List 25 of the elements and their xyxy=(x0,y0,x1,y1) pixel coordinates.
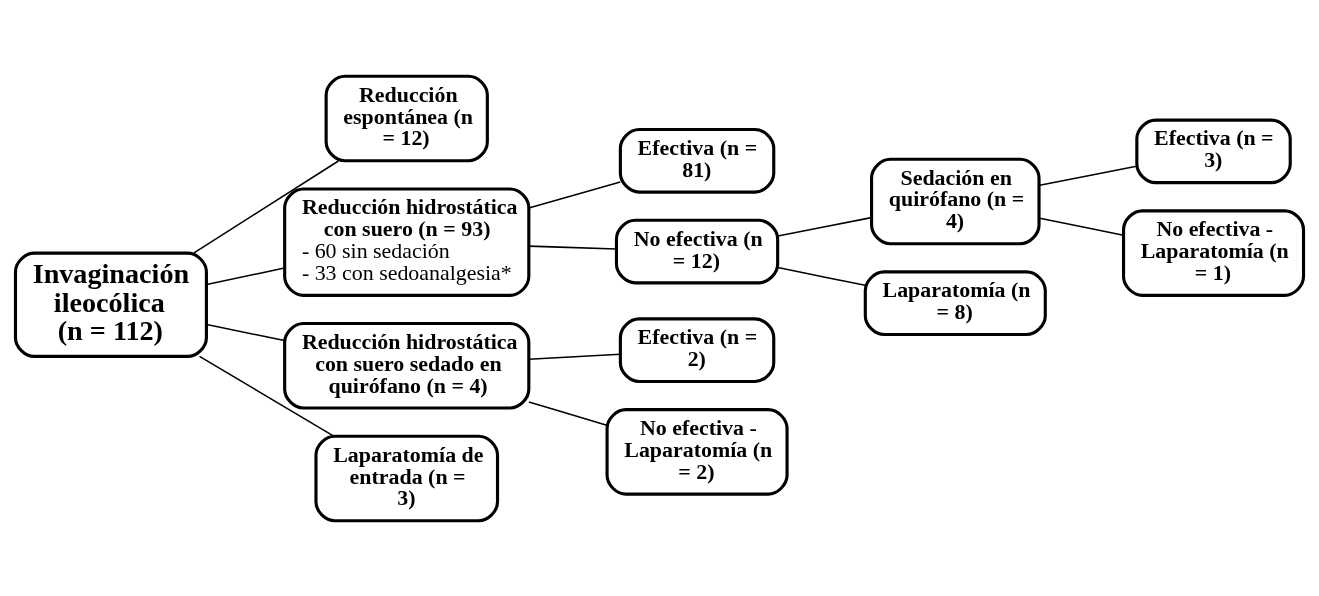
connector xyxy=(1038,216,1125,236)
node-box: Reducción hidrostática con suero (n = 93) - 60 sin sedación - 33 con sedoanalgesia* xyxy=(283,186,531,297)
node-box: Sedación en quirófano (n = 4) xyxy=(870,157,1041,245)
connector xyxy=(205,323,286,341)
node-box: Efectiva (n = 3) xyxy=(1135,118,1292,184)
connector xyxy=(528,180,622,209)
connector xyxy=(528,244,617,250)
node-box: Laparatomía de entrada (n = 3) xyxy=(314,434,500,522)
node-box: Laparatomía (n = 8) xyxy=(863,269,1047,336)
connector xyxy=(777,266,866,286)
node-box: Reducción hidrostática con suero sedado en quirófano (n = 4) xyxy=(283,321,531,410)
node-box: Invaginación ileocólica (n = 112) xyxy=(13,251,208,358)
connector xyxy=(528,400,608,426)
node-box: Efectiva (n = 2) xyxy=(618,316,776,383)
node-box: Reducción espontánea (n = 12) xyxy=(324,74,489,162)
connector xyxy=(528,352,622,360)
connector xyxy=(777,216,873,237)
connector xyxy=(193,159,340,254)
node-box: No efectiva - Laparatomía (n = 1) xyxy=(1121,208,1306,297)
node-box: No efectiva (n = 12) xyxy=(614,218,780,284)
node-box: Efectiva (n = 81) xyxy=(618,127,776,194)
connector xyxy=(205,266,286,285)
connector xyxy=(1038,164,1138,186)
node-box: No efectiva - Laparatomía (n = 2) xyxy=(605,407,789,496)
connector xyxy=(198,355,335,437)
